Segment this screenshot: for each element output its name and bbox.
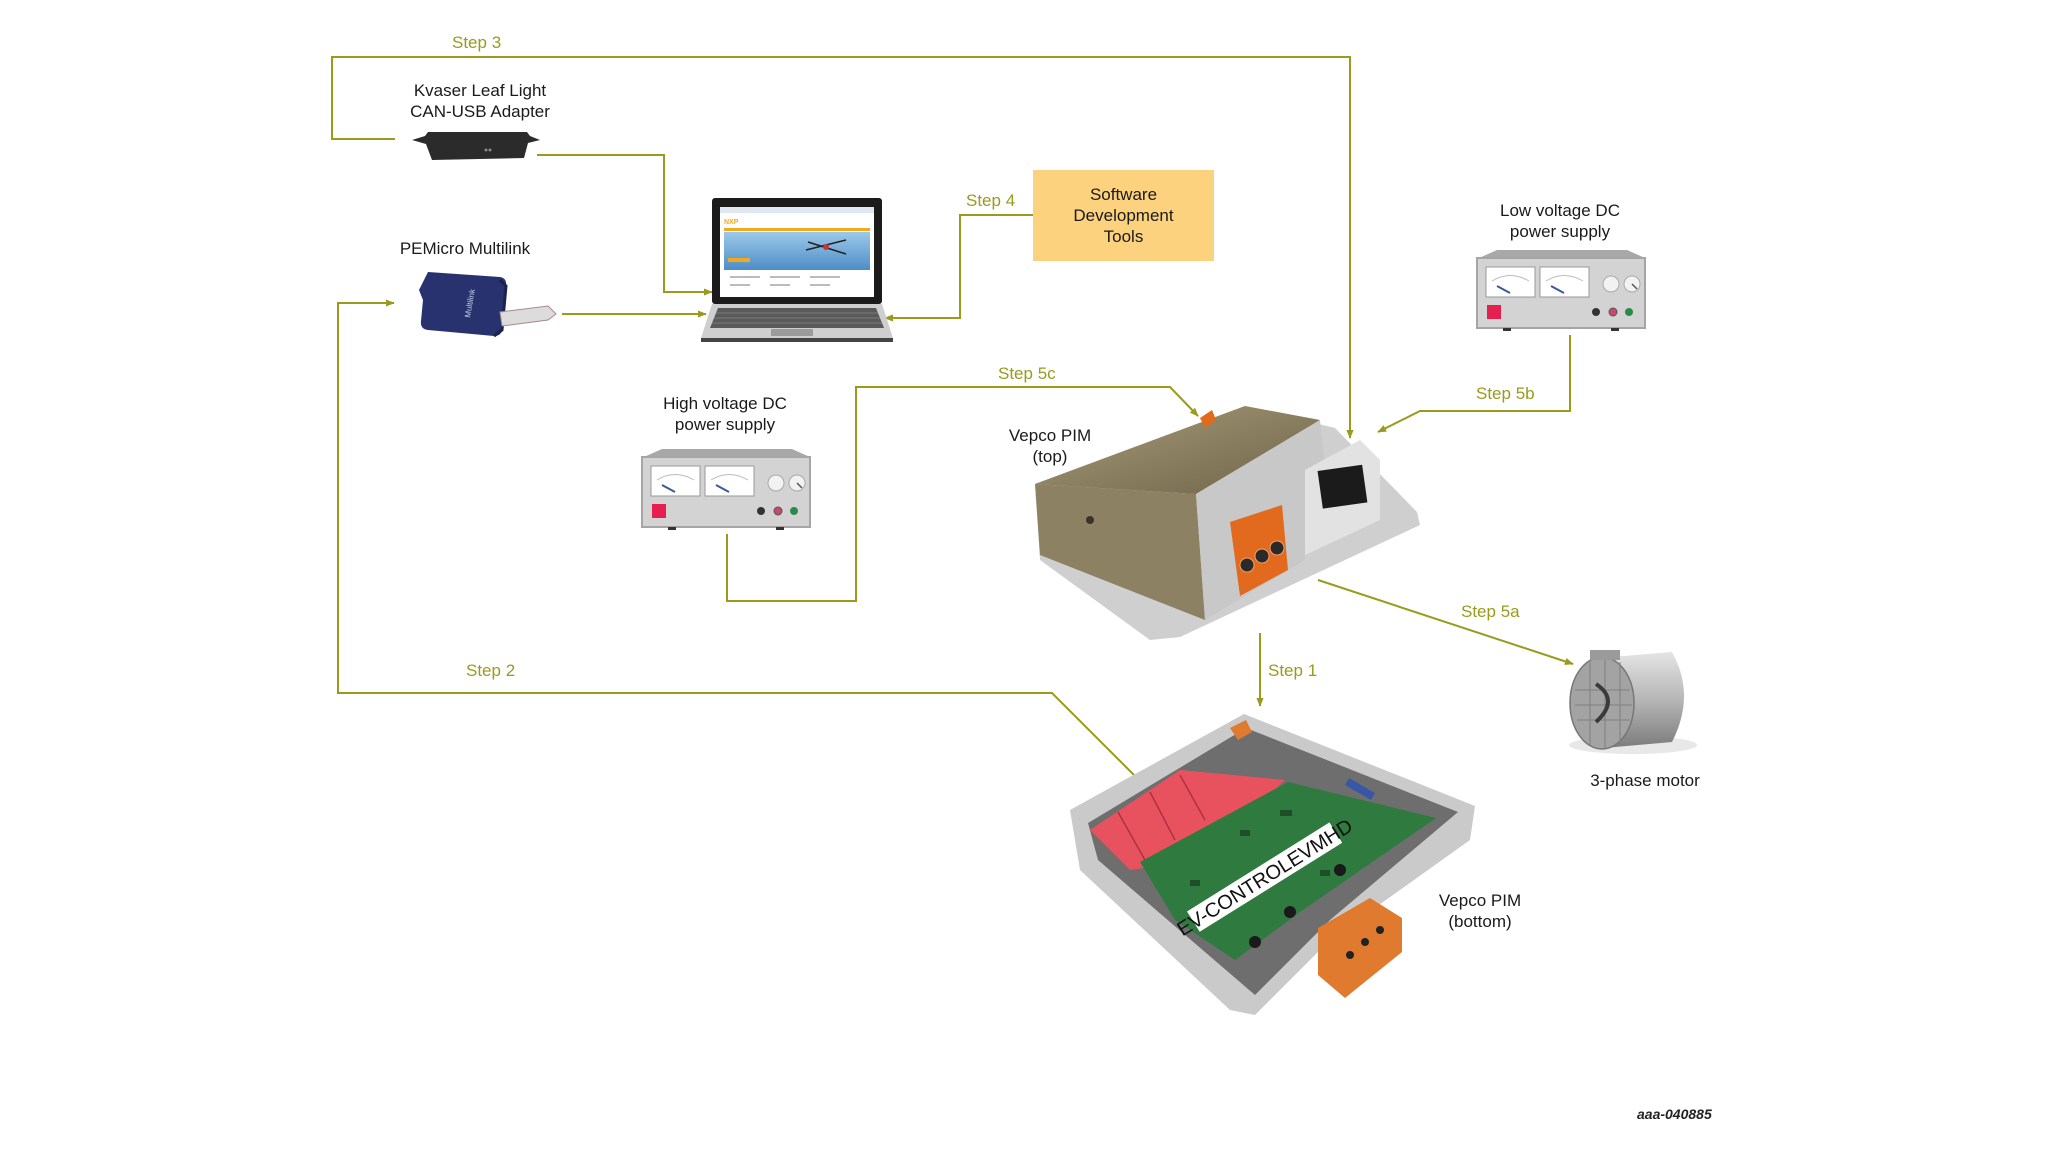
step3-line (331, 56, 1354, 439)
kvaser-adapter-icon (412, 132, 540, 160)
step2-label: Step 2 (466, 661, 516, 680)
step4-line (884, 214, 1033, 322)
high-voltage-supply-label: High voltage DC power supply (663, 394, 787, 434)
step3-label: Step 3 (452, 33, 502, 52)
step5a-line (1317, 579, 1574, 665)
vepco-pim-bottom-icon: EV-CONTROLEVMHD (1070, 714, 1475, 1015)
step5b-line (1377, 335, 1571, 433)
vepco-pim-top-icon (1035, 406, 1420, 640)
kvaser-laptop-line (537, 154, 713, 296)
step5a-label: Step 5a (1461, 602, 1520, 621)
step5b-label: Step 5b (1476, 384, 1535, 403)
low-voltage-supply-label: Low voltage DC power supply (1499, 201, 1620, 241)
step5c-line (726, 386, 1199, 602)
step2-line (337, 299, 1145, 786)
step5c-label: Step 5c (998, 364, 1056, 383)
low-voltage-supply-icon (1476, 250, 1646, 331)
vepco-pim-bottom-label: Vepco PIM (bottom) (1438, 891, 1522, 931)
motor-label: 3-phase motor (1590, 771, 1700, 790)
high-voltage-supply-icon (641, 449, 811, 530)
step1-label: Step 1 (1268, 661, 1318, 680)
vepco-pim-top-label: Vepco PIM (top) (1008, 426, 1092, 466)
kvaser-label: Kvaser Leaf Light CAN-USB Adapter (410, 81, 550, 121)
laptop-screen-brand: NXP (724, 219, 739, 226)
three-phase-motor-icon (1569, 650, 1697, 754)
pemicro-multilink-icon: Multilink (419, 272, 557, 338)
laptop-icon: NXP (701, 198, 893, 342)
step4-label: Step 4 (966, 191, 1016, 210)
pemicro-label: PEMicro Multilink (399, 239, 531, 258)
document-id: aaa-040885 (1637, 1106, 1712, 1122)
software-development-tools-box: Software Development Tools (1033, 170, 1214, 261)
